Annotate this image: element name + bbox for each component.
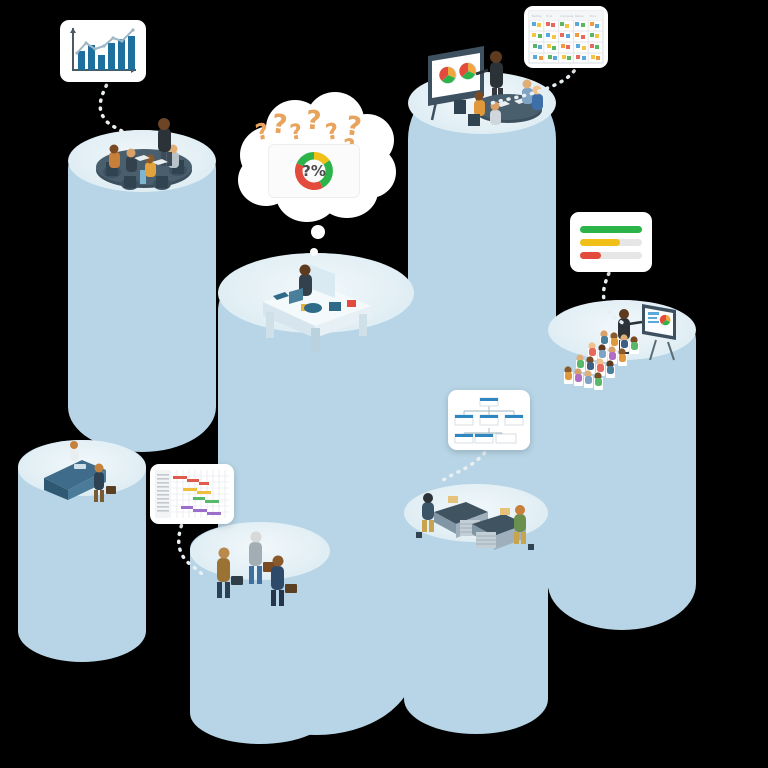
kanban-col-label: Review	[575, 15, 584, 18]
kanban-col-label: To do	[546, 15, 553, 18]
card-status-bars[interactable]	[570, 212, 652, 272]
progress-row	[580, 226, 642, 233]
question-mark-icon: ?	[304, 105, 323, 137]
org-node	[504, 414, 524, 426]
card-gantt-chart[interactable]	[150, 464, 234, 524]
progress-row	[580, 239, 642, 246]
card-bar-chart[interactable]	[60, 20, 146, 82]
cubicle-right	[472, 505, 534, 550]
question-mark-icon: ?	[270, 109, 289, 141]
card-org-chart[interactable]	[448, 390, 530, 450]
scene-board-meeting	[96, 118, 192, 190]
kanban-col-label: Backlog	[532, 15, 542, 18]
scene-auditorium-seminar	[564, 304, 676, 390]
cylinder-meeting	[68, 130, 216, 452]
scene-desk-workstation	[263, 264, 371, 352]
kanban-board: Backlog To do In progress Review Done	[528, 10, 604, 64]
thought-cloud-uncertainty: ? ? ? ? ? ? ? ?%	[232, 88, 398, 234]
org-chart	[454, 397, 524, 444]
org-node	[479, 397, 499, 407]
donut-center-label: ?%	[302, 162, 326, 180]
scene-cubicle-workers	[416, 493, 534, 550]
commuter-3	[271, 555, 297, 606]
progress-bars	[580, 226, 642, 259]
card-kanban-board[interactable]: Backlog To do In progress Review Done	[524, 6, 608, 68]
org-node	[454, 433, 474, 444]
progress-row	[580, 252, 642, 259]
kanban-col-label: Done	[590, 15, 597, 18]
org-node	[479, 414, 499, 426]
commuter-1	[217, 547, 243, 598]
donut-chart-panel: ?%	[268, 144, 360, 198]
org-node	[474, 433, 494, 444]
kanban-notes	[532, 22, 600, 60]
org-node	[454, 414, 474, 426]
bar-chart	[70, 28, 136, 73]
scene-reception-desk	[44, 441, 116, 502]
scene-commuters-walking	[217, 531, 297, 606]
gantt-chart	[155, 470, 229, 518]
gantt-bars	[173, 476, 221, 515]
donut-chart: ?%	[294, 151, 333, 190]
org-node	[495, 433, 517, 444]
kanban-col-label: In progress	[560, 15, 574, 18]
